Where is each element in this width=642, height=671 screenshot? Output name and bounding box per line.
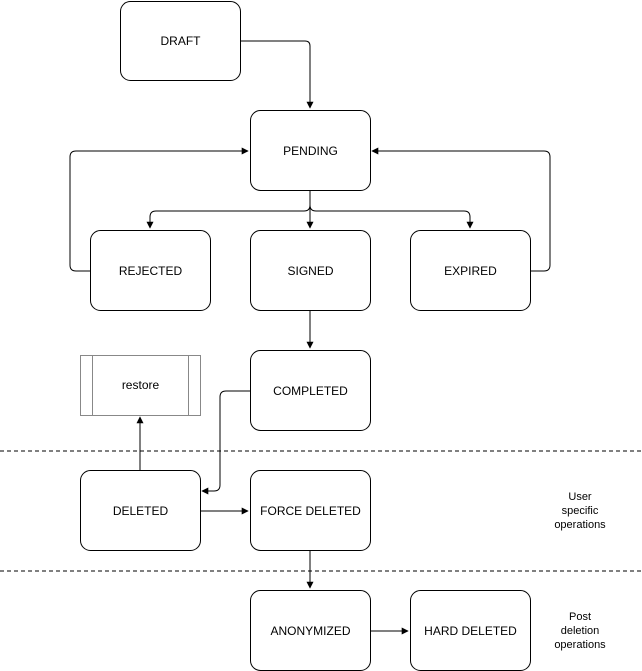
process-restore-label: restore: [122, 378, 160, 392]
state-force-deleted-label: FORCE DELETED: [260, 504, 361, 518]
process-restore[interactable]: restore: [80, 355, 201, 416]
state-rejected-label: REJECTED: [119, 264, 183, 278]
note-post-deletion-line-2: deletion: [561, 625, 600, 637]
edge-pending-rejected: [146, 191, 311, 229]
edge-expired-pending: [371, 147, 551, 272]
state-expired-label: EXPIRED: [444, 264, 497, 278]
state-draft-label: DRAFT: [161, 34, 202, 48]
note-post-deletion-operations: Post deletion operations: [554, 611, 606, 651]
note-post-deletion-line-3: operations: [554, 639, 606, 651]
state-expired[interactable]: EXPIRED: [410, 230, 531, 311]
state-hard-deleted[interactable]: HARD DELETED: [410, 590, 531, 671]
edge-rejected-pending: [69, 147, 249, 272]
state-deleted[interactable]: DELETED: [80, 470, 201, 551]
state-force-deleted[interactable]: FORCE DELETED: [250, 470, 371, 551]
state-pending[interactable]: PENDING: [250, 110, 371, 191]
note-user-specific-operations: User specific operations: [554, 491, 606, 531]
state-signed[interactable]: SIGNED: [250, 230, 371, 311]
edge-draft-pending: [240, 40, 314, 109]
state-anonymized[interactable]: ANONYMIZED: [250, 590, 371, 671]
state-draft[interactable]: DRAFT: [120, 1, 241, 81]
state-rejected[interactable]: REJECTED: [90, 230, 211, 311]
note-user-specific-line-2: specific: [562, 505, 599, 517]
note-user-specific-line-1: User: [568, 491, 592, 503]
state-pending-label: PENDING: [283, 144, 338, 158]
state-signed-label: SIGNED: [287, 264, 333, 278]
edge-pending-expired: [309, 204, 474, 229]
state-deleted-label: DELETED: [113, 504, 169, 518]
state-completed[interactable]: COMPLETED: [250, 350, 371, 431]
state-anonymized-label: ANONYMIZED: [270, 624, 350, 638]
edge-completed-deleted: [201, 390, 250, 495]
note-user-specific-line-3: operations: [554, 519, 606, 531]
state-hard-deleted-label: HARD DELETED: [424, 624, 517, 638]
note-post-deletion-line-1: Post: [569, 611, 591, 623]
state-completed-label: COMPLETED: [273, 384, 348, 398]
